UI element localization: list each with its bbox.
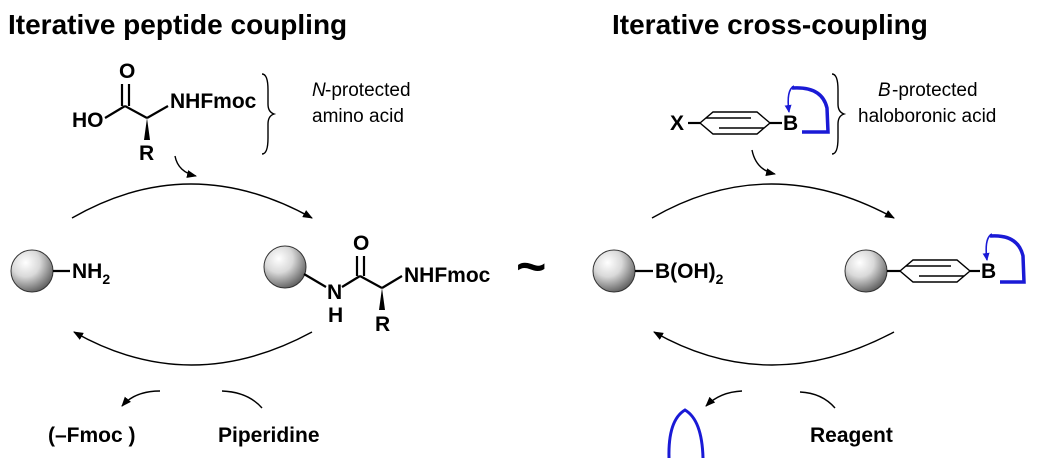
acid-bond bbox=[104, 105, 126, 119]
alpha-carbon-bond bbox=[359, 275, 383, 289]
n-protected-label: -protected bbox=[325, 80, 411, 101]
cross-coupling-title: Iterative cross-coupling bbox=[612, 9, 928, 40]
amide-nitrogen-label: N bbox=[327, 281, 342, 304]
monomer-brace bbox=[261, 73, 277, 155]
haloboronic-acid-monomer: X B bbox=[670, 85, 830, 135]
amine-label: NH2 bbox=[72, 260, 110, 287]
mida-protecting-group-icon bbox=[989, 234, 1026, 284]
coupling-arrow bbox=[71, 183, 313, 219]
deprotection-arrow bbox=[73, 331, 313, 366]
resin-boronic-acid: B(OH)2 bbox=[592, 249, 724, 293]
product-r-label: R bbox=[375, 313, 390, 336]
r-group-label: R bbox=[139, 142, 154, 165]
carbonyl-oxygen-label: O bbox=[119, 60, 135, 83]
resin-nitrogen-bond bbox=[303, 273, 327, 288]
reagent-in-arrow bbox=[221, 390, 263, 409]
cross-coupling-panel: Iterative cross-coupling X B B -protecte… bbox=[592, 9, 1026, 459]
product-nitrogen-bond bbox=[381, 275, 403, 289]
analogy-symbol: ~ bbox=[516, 238, 546, 296]
b-protected-label: -protected bbox=[892, 80, 978, 101]
resin-bead-icon bbox=[10, 249, 54, 293]
wedge-bond bbox=[144, 118, 150, 140]
amino-acid-monomer: O HO NHFmoc R bbox=[72, 60, 257, 165]
piperidine-label: Piperidine bbox=[218, 424, 320, 447]
fmoc-byproduct-label: (–Fmoc ) bbox=[48, 424, 136, 447]
n-italic-label: N bbox=[312, 80, 326, 101]
dative-bond-arrow-icon bbox=[784, 85, 795, 113]
mida-protecting-group-icon bbox=[791, 86, 830, 134]
reagent-label: Reagent bbox=[810, 424, 893, 447]
boronic-acid-label: B(OH)2 bbox=[655, 260, 724, 287]
monomer-brace bbox=[831, 73, 847, 155]
monomer-feed-arrow bbox=[751, 149, 776, 177]
alpha-bond bbox=[124, 105, 148, 119]
amide-hydrogen-label: H bbox=[328, 304, 343, 327]
coupling-arrow bbox=[651, 183, 895, 219]
arene-ring bbox=[898, 259, 972, 283]
resin-biaryl-product: B bbox=[844, 233, 1026, 293]
halogen-label: X bbox=[670, 112, 684, 135]
monomer-feed-arrow bbox=[174, 155, 197, 178]
boron-label: B bbox=[783, 112, 798, 135]
arene-ring bbox=[698, 111, 772, 135]
resin-bead-icon bbox=[263, 245, 307, 289]
product-nhfmoc-label: NHFmoc bbox=[404, 264, 491, 287]
reagent-in-arrow bbox=[799, 391, 836, 409]
nitrogen-bond bbox=[146, 105, 169, 119]
nhfmoc-label: NHFmoc bbox=[170, 90, 257, 113]
deprotection-arrow bbox=[653, 331, 895, 366]
amide-bond bbox=[341, 275, 361, 288]
peptide-panel: Iterative peptide coupling O HO NHFmoc R… bbox=[8, 9, 491, 447]
amino-acid-label: amino acid bbox=[312, 106, 404, 127]
hydroxyl-label: HO bbox=[72, 109, 104, 132]
resin-bead-icon bbox=[844, 249, 888, 293]
byproduct-out-arrow bbox=[705, 390, 743, 407]
amide-oxygen-label: O bbox=[353, 232, 369, 255]
resin-amine: NH2 bbox=[10, 249, 110, 293]
product-boron-label: B bbox=[981, 260, 996, 283]
resin-bead-icon bbox=[592, 249, 636, 293]
byproduct-out-arrow bbox=[121, 390, 161, 407]
peptide-title: Iterative peptide coupling bbox=[8, 9, 347, 40]
product-wedge-bond bbox=[379, 288, 385, 310]
dative-bond-arrow-icon bbox=[982, 233, 993, 261]
released-protecting-group-icon bbox=[667, 408, 705, 459]
haloboronic-acid-label: haloboronic acid bbox=[858, 106, 996, 127]
resin-amide-product: N H O NHFmoc R bbox=[263, 232, 491, 336]
b-italic-label: B bbox=[878, 80, 891, 101]
